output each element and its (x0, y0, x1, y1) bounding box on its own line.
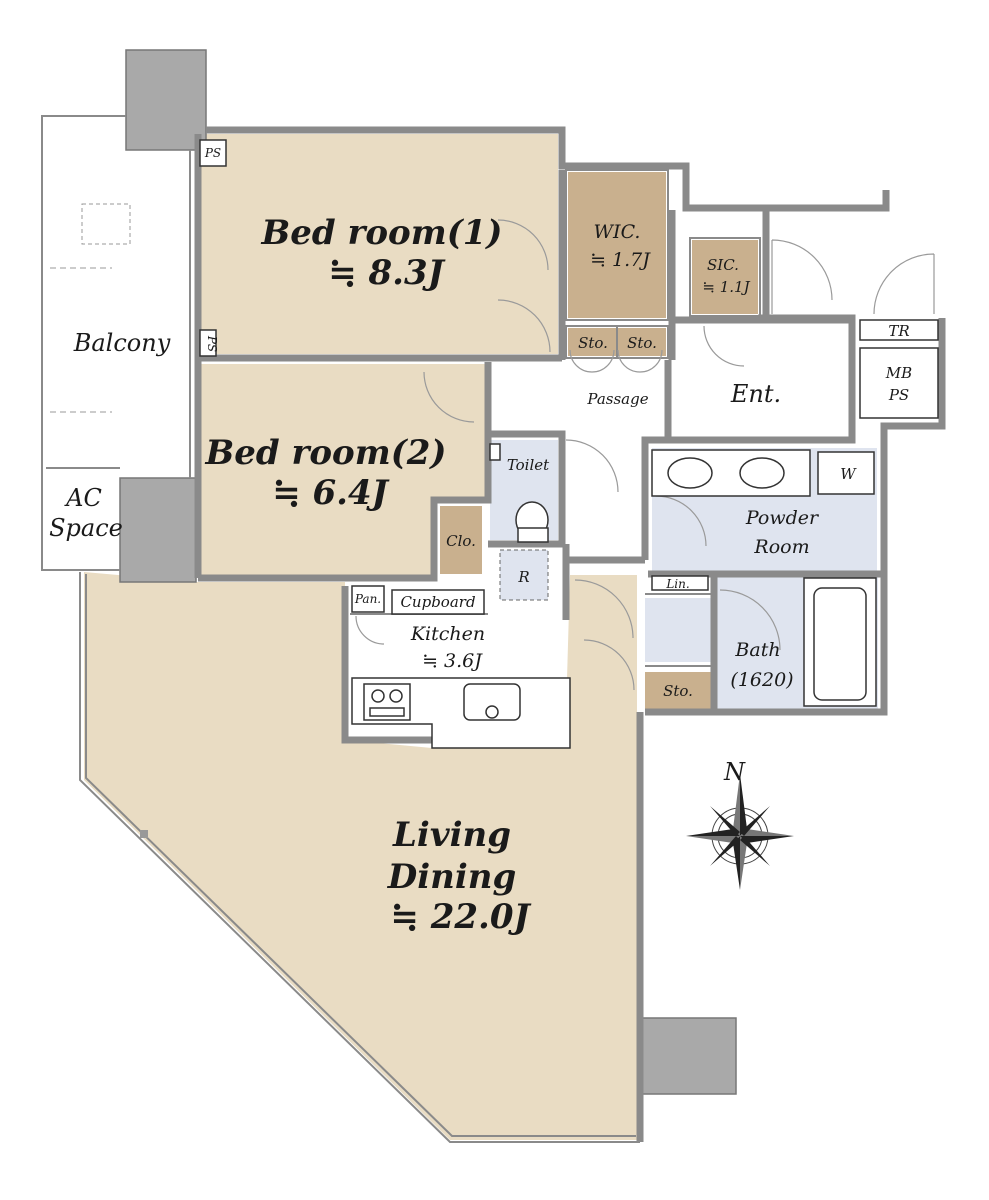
toilet-label: Toilet (507, 456, 550, 474)
wall-top (206, 126, 890, 212)
burner-1 (371, 689, 385, 703)
door-entrance-1 (771, 239, 833, 314)
entrance-label: Ent. (730, 380, 781, 408)
balcony-outline (41, 115, 126, 571)
linen-box (651, 575, 709, 591)
living-size: ≒ 22.0J (390, 897, 531, 937)
pillar-bottom (639, 1017, 737, 1095)
closet-floor (440, 506, 482, 574)
washer-box (817, 451, 875, 495)
wall-kitchen (341, 586, 432, 744)
door-bedroom2 (423, 371, 475, 423)
bedroom2-name: Bed room(2) (204, 433, 446, 473)
door-entrance-2 (873, 253, 935, 315)
basin-right-icon (739, 457, 785, 489)
living-line2: Dining (387, 857, 517, 897)
wic-name: WIC. (594, 221, 641, 243)
sto-bath-floor (645, 672, 711, 710)
balcony-label: Balcony (73, 329, 171, 357)
door-bedroom1b (497, 299, 551, 353)
bedroom2-floor (198, 364, 485, 575)
washer-label: W (840, 465, 857, 483)
door-bedroom1 (497, 219, 549, 271)
sto-floor-2 (618, 328, 666, 356)
compass-north-label: N (723, 758, 746, 786)
mb-label: MB (885, 364, 912, 382)
kitchen-name: Kitchen (410, 623, 485, 645)
linen-label: Lin. (665, 577, 689, 591)
pillar-mid (119, 477, 197, 583)
door-sic (703, 325, 745, 367)
ps-box-top (199, 139, 227, 167)
ps-side-label: PS (205, 335, 219, 352)
bath-size: (1620) (730, 669, 793, 691)
bedroom1-floor (198, 134, 558, 354)
living-window-left (79, 572, 640, 1143)
living-line1: Living (392, 815, 511, 855)
ac-space-line1: AC (64, 484, 102, 512)
door-living-2 (583, 639, 635, 691)
door-powder (655, 495, 707, 547)
balcony-hatch (81, 203, 131, 245)
wic-size: ≒ 1.7J (590, 249, 651, 271)
pillar-top (125, 49, 207, 151)
living-window-left-inner (85, 574, 636, 1137)
powder-room-line2: Room (753, 536, 809, 558)
door-sto-1 (569, 349, 615, 373)
ps-box-side (199, 329, 217, 357)
bedroom2-size: ≒ 6.4J (272, 473, 389, 513)
sic-name: SIC. (707, 256, 739, 274)
pantry-box (351, 585, 385, 613)
cupboard-box (391, 589, 485, 615)
sto-label-3: Sto. (663, 682, 693, 700)
wic-floor (568, 172, 666, 318)
compass-icon (686, 774, 794, 890)
sink-icon (463, 683, 521, 721)
kitchen-size: ≒ 3.6J (422, 650, 483, 672)
sic-floor (692, 240, 758, 314)
sink-drain (485, 705, 499, 719)
sto-label-1: Sto. (578, 334, 608, 352)
door-pantry (355, 615, 385, 645)
bedroom1-name: Bed room(1) (260, 213, 502, 253)
mb-ps-label: PS (888, 386, 909, 404)
bedroom1-size: ≒ 8.3J (328, 253, 445, 293)
toilet-tank (517, 527, 549, 543)
passage-label: Passage (586, 390, 648, 408)
pantry-label: Pan. (354, 592, 381, 606)
ac-space-line2: Space (49, 514, 123, 542)
cupboard-label: Cupboard (400, 593, 475, 611)
linen-floor (645, 598, 711, 662)
window-post (140, 830, 148, 838)
powder-room-line1: Powder (745, 507, 820, 529)
sic-wall (689, 237, 761, 317)
sto-label-2: Sto. (627, 334, 657, 352)
wic-wall (565, 169, 669, 321)
wall-bedroom2-right (198, 362, 492, 582)
wall-right (645, 318, 946, 716)
door-toilet (565, 439, 619, 493)
toilet-paper (489, 443, 501, 461)
living-dining-floor (84, 572, 637, 1140)
tr-box (859, 319, 939, 341)
mb-ps-box (859, 347, 939, 419)
refrigerator-box (499, 549, 549, 601)
closet-label: Clo. (446, 532, 476, 550)
basin-left-icon (667, 457, 713, 489)
ps-top-label: PS (204, 146, 221, 160)
grill (369, 707, 405, 717)
burner-2 (389, 689, 403, 703)
sic-size: ≒ 1.1J (702, 278, 750, 296)
door-sto-2 (617, 349, 663, 373)
tr-label: TR (888, 322, 909, 340)
sto-floor-1 (568, 328, 616, 356)
bath-name: Bath (734, 639, 780, 661)
bathtub-inner (813, 587, 867, 701)
refrigerator-label: R (517, 568, 529, 586)
door-bath (719, 589, 781, 651)
door-living (574, 579, 634, 639)
